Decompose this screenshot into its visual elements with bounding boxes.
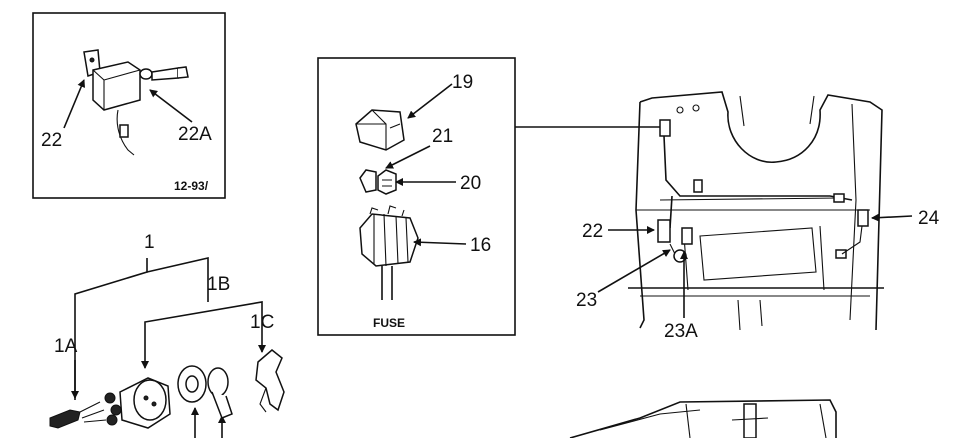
inset-box: 22 22A 12-93/ [32,12,226,199]
leader-16 [413,238,467,247]
inset-code: 12-93/ [174,179,209,193]
ignition-switch [49,377,171,429]
switch-nut [177,365,207,403]
fuse-frame [317,57,516,336]
callout-22a: 22A [178,124,212,145]
lower-assembly-partial [569,399,837,438]
callout-1a: 1A [54,336,78,357]
key-switch-group: 1 1A 1B 1C [49,232,285,438]
fuse-title: FUSE [373,316,405,330]
fuse-holder [359,205,419,300]
instrument-panel: 22 24 23 23A [576,91,940,342]
callout-1c: 1C [250,312,274,333]
fuse-cover [355,109,405,151]
leader-24 [871,213,913,222]
fuse-clips [359,169,397,195]
relay-drawing [83,49,189,156]
switch-ring [207,367,233,419]
callout-24: 24 [918,208,940,229]
leader-19 [407,83,453,119]
callout-20: 20 [460,173,481,194]
switch-key [255,349,285,413]
inset-frame [32,12,226,199]
leader-22a [149,89,193,123]
callout-22-inset: 22 [41,130,62,151]
callout-23: 23 [576,290,597,311]
callout-1: 1 [144,232,155,253]
callout-19: 19 [452,72,473,93]
callout-21: 21 [432,126,453,147]
leader-21 [385,145,431,169]
callout-1b: 1B [207,274,230,295]
callout-22-panel: 22 [582,221,603,242]
callout-23a: 23A [664,321,698,342]
callout-16: 16 [470,235,491,256]
leader-22-inset [63,79,85,129]
fuse-box: 19 21 20 16 FUSE [317,57,516,336]
leader-23 [597,249,671,293]
